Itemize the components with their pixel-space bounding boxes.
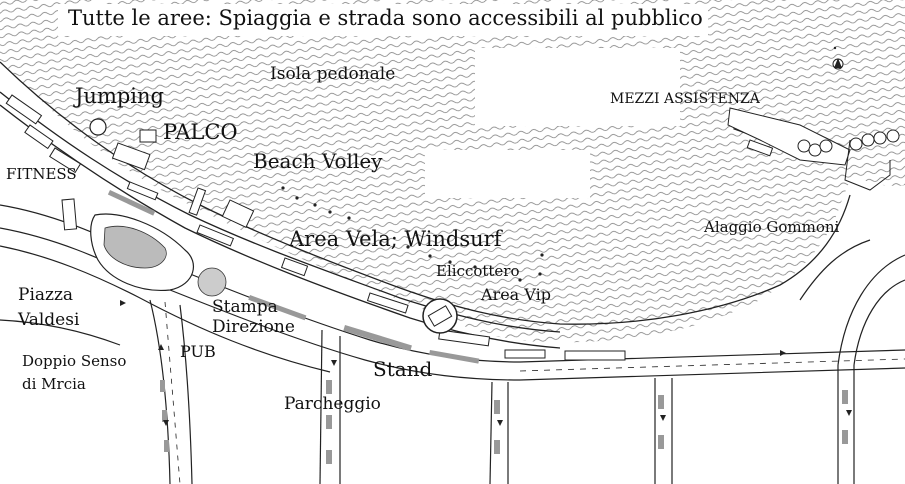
label-piazza-line1: Piazza <box>18 285 74 305</box>
event-structures <box>5 94 774 361</box>
north-arrow-icon <box>832 46 844 70</box>
label-stand: Stand <box>373 357 433 381</box>
label-piazza-line2: Valdesi <box>18 310 80 330</box>
label-jumping: Jumping <box>75 84 164 108</box>
jumping-ring <box>89 118 107 136</box>
label-stampa-line1: Stampa <box>212 297 278 317</box>
label-stampa-line2: Direzione <box>212 317 295 337</box>
label-doppio-senso: Doppio Senso di Mrcia <box>22 350 126 396</box>
label-pub: PUB <box>180 342 216 361</box>
label-area-vip: Area Vip <box>481 285 551 304</box>
label-doppio-line1: Doppio Senso <box>22 352 127 370</box>
label-palco: PALCO <box>163 120 238 144</box>
helipad-circle-icon <box>422 298 458 334</box>
beach-volley-posts <box>281 186 544 282</box>
label-parcheggio: Parcheggio <box>284 394 381 414</box>
label-doppio-line2: di Mrcia <box>22 375 86 393</box>
parking-stripes <box>107 190 848 464</box>
sea-clear-zone <box>475 48 680 126</box>
direction-arrows <box>120 300 852 426</box>
map-title: Tutte le aree: Spiaggia e strada sono ac… <box>68 6 703 30</box>
label-isola-pedonale: Isola pedonale <box>270 64 396 84</box>
label-eliccottero: Eliccottero <box>436 262 520 280</box>
piazza-valdesi-garden <box>90 213 227 297</box>
side-roads <box>0 239 905 484</box>
title-backdrop <box>58 4 708 36</box>
breakwater <box>727 107 900 191</box>
label-piazza-valdesi: Piazza Valdesi <box>18 283 79 333</box>
label-fitness: FITNESS <box>6 165 77 183</box>
label-alaggio-gommoni: Alaggio Gommoni <box>704 218 840 236</box>
label-stampa-direzione: Stampa Direzione <box>212 297 295 337</box>
label-beach-volley: Beach Volley <box>253 149 383 173</box>
label-area-vela-windsurf: Area Vela; Windsurf <box>289 227 502 251</box>
sea-clear-zone <box>425 150 590 198</box>
label-mezzi-assistenza: MEZZI ASSISTENZA <box>610 91 760 107</box>
